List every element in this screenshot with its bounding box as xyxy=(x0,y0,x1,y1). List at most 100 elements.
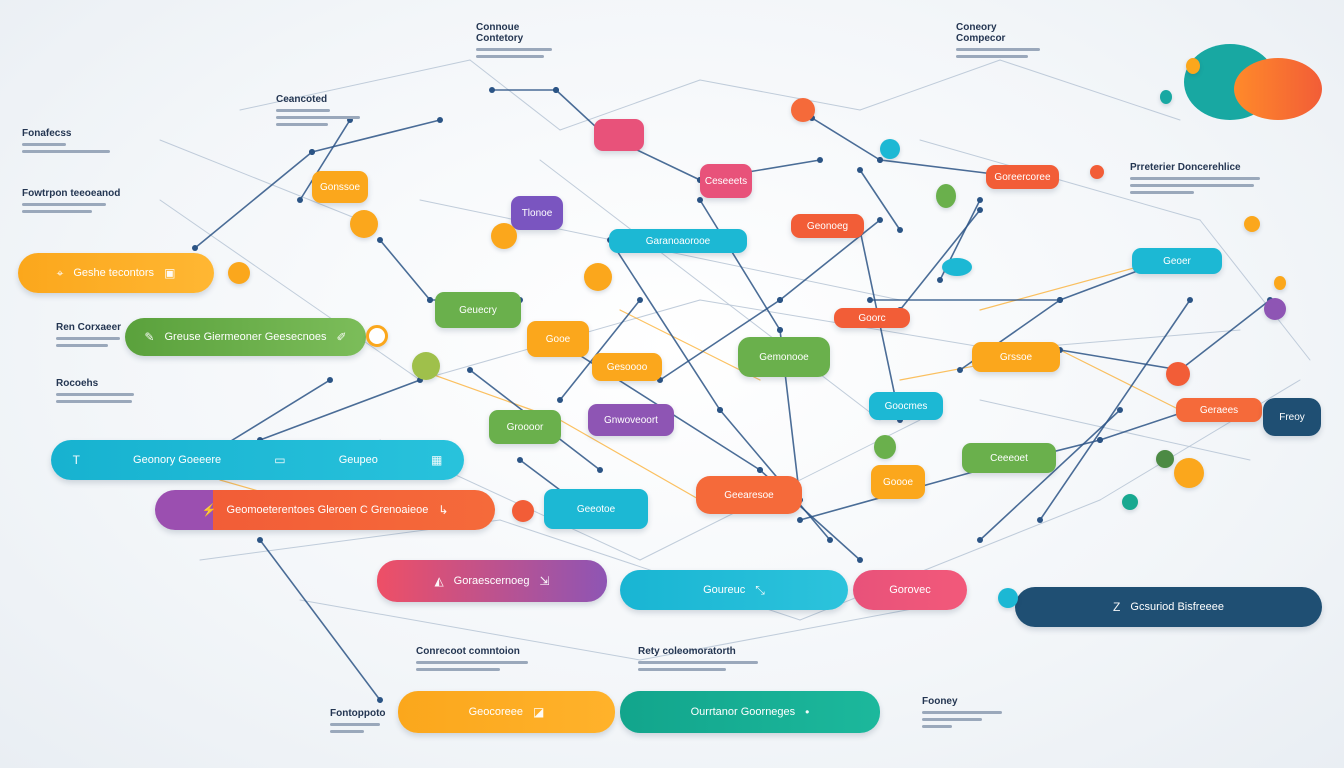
connector-endpoint xyxy=(1057,297,1063,303)
node-n20[interactable]: Freoy xyxy=(1263,398,1321,436)
connector-endpoint xyxy=(1097,437,1103,443)
node-dot[interactable] xyxy=(1122,494,1138,510)
node-n3[interactable]: Gemonooe xyxy=(738,337,830,377)
node-dot[interactable] xyxy=(228,262,250,284)
node-dot[interactable] xyxy=(942,258,972,276)
note-bottom-left-1: Conrecoot comntoion xyxy=(416,646,536,671)
node-pill-p6[interactable]: Goureuc ⤡ xyxy=(620,570,848,610)
node-label: Geearesoe xyxy=(724,489,774,501)
connector-line xyxy=(1039,299,1191,521)
node-dot[interactable] xyxy=(1090,165,1104,179)
node-label: Geshe tecontors xyxy=(73,267,155,279)
node-n10[interactable]: Geearesoe xyxy=(696,476,802,514)
node-n16[interactable]: Goorc xyxy=(834,308,910,328)
link-icon: ↳ xyxy=(438,503,449,517)
node-n4[interactable]: Gooe xyxy=(527,321,589,357)
node-label: Goocmes xyxy=(884,400,928,412)
node-n5[interactable]: Geeotoe xyxy=(544,489,648,529)
node-n14[interactable]: Goocmes xyxy=(869,392,943,420)
node-dot[interactable] xyxy=(1174,458,1204,488)
node-label: Geraees xyxy=(1199,404,1239,416)
note-icon: ◪ xyxy=(533,705,545,719)
connector-line xyxy=(699,199,781,331)
connector-endpoint xyxy=(977,537,983,543)
node-pill-p9[interactable]: Gorovec xyxy=(853,570,967,610)
connector-line xyxy=(719,409,831,541)
node-dot[interactable] xyxy=(936,184,956,208)
connector-endpoint xyxy=(597,467,603,473)
node-label: Gorovec xyxy=(889,584,931,596)
node-dot[interactable] xyxy=(880,139,900,159)
connector-line xyxy=(1179,299,1271,371)
node-n8[interactable]: Geuecry xyxy=(435,292,521,328)
node-dot[interactable] xyxy=(412,352,440,380)
node-dot[interactable] xyxy=(1274,276,1286,290)
node-n9[interactable]: Gesoooo xyxy=(592,353,662,381)
node-pill-p7[interactable]: Ourrtanor Goorneges • xyxy=(620,691,880,733)
node-label: Goooe xyxy=(882,476,914,488)
node-n15[interactable]: Goooe xyxy=(871,465,925,499)
node-n18[interactable]: Goreercoree xyxy=(986,165,1059,189)
node-n19[interactable]: Geraees xyxy=(1176,398,1262,422)
chart-icon: ⚡ xyxy=(201,503,217,517)
connector-endpoint xyxy=(427,297,433,303)
node-dot[interactable] xyxy=(491,223,517,249)
node-pill-p8[interactable]: Geocoreee ◪ xyxy=(398,691,615,733)
node-dot[interactable] xyxy=(874,435,896,459)
connector-endpoint xyxy=(297,197,303,203)
node-dot[interactable] xyxy=(1160,90,1172,104)
node-dot[interactable] xyxy=(998,588,1018,608)
node-dot[interactable] xyxy=(1244,216,1260,232)
node-pill-p1[interactable]: ⌖ Geshe tecontors ▣ xyxy=(18,253,214,293)
expand-icon: ⤡ xyxy=(755,582,765,597)
connector-line xyxy=(619,309,761,381)
text-icon: T xyxy=(72,453,80,467)
node-n11[interactable]: Groooor xyxy=(489,410,561,444)
connector-line xyxy=(979,409,1121,541)
note-right-header: Prreterier Doncerehlice xyxy=(1130,162,1280,194)
node-dot[interactable] xyxy=(1156,450,1174,468)
connector-line xyxy=(259,539,381,701)
connector-line xyxy=(194,151,313,249)
node-dot[interactable] xyxy=(1264,298,1286,320)
node-n13[interactable]: Ceeeoet xyxy=(962,443,1056,473)
note-upper-left-mid: Ceancoted xyxy=(276,94,366,126)
node-dot[interactable] xyxy=(584,263,612,291)
node-pill-p2[interactable]: ✎ Greuse Giermeoner Geesecnoes ✐ xyxy=(125,318,366,356)
node-pill-p3[interactable]: T Geonory Goeeere ▭ Geupeo ▦ xyxy=(51,440,464,480)
node-pill-p5[interactable]: ◭ Goraescernoeg ⇲ xyxy=(377,560,607,602)
connector-line xyxy=(559,299,641,401)
node-n1[interactable]: Garanoaorooe xyxy=(609,229,747,253)
node-n12[interactable]: Grssoe xyxy=(972,342,1060,372)
leaf-icon: ✎ xyxy=(144,330,155,344)
node-dot[interactable] xyxy=(350,210,378,238)
node-pill-p4[interactable]: ⚡ Geomoeterentoes Gleroen C Grenoaieoe ↳ xyxy=(155,490,495,530)
node-label-secondary: Geupeo xyxy=(338,454,378,466)
node-n21[interactable]: Geoer xyxy=(1132,248,1222,274)
node-dot[interactable] xyxy=(791,98,815,122)
node-n17[interactable]: Geonoeg xyxy=(791,214,864,238)
connector-endpoint xyxy=(757,467,763,473)
filter-icon: ⌖ xyxy=(56,265,64,280)
node-n23[interactable] xyxy=(594,119,644,151)
node-dot[interactable] xyxy=(1166,362,1190,386)
connector-endpoint xyxy=(327,377,333,383)
connector-endpoint xyxy=(797,517,803,523)
node-n22[interactable]: Ceseeets xyxy=(700,164,752,198)
connector-line xyxy=(979,399,1251,461)
node-label: Geonory Goeeere xyxy=(133,454,222,466)
node-dot[interactable] xyxy=(1186,58,1200,74)
node-pill-p10[interactable]: Z Gcsuriod Bisfreeee xyxy=(1015,587,1322,627)
connector-line xyxy=(1199,219,1311,361)
connector-endpoint xyxy=(777,327,783,333)
connector-line xyxy=(659,299,781,381)
connector-line xyxy=(379,239,431,301)
connector-line xyxy=(609,239,721,411)
node-n2[interactable]: Gnwoveoort xyxy=(588,404,674,436)
node-n7[interactable]: Gonssoe xyxy=(312,171,368,203)
node-dot[interactable] xyxy=(512,500,534,522)
node-n6[interactable]: Tlonoe xyxy=(511,196,563,230)
connector-line xyxy=(469,59,561,131)
edit-icon: ✐ xyxy=(336,330,347,344)
node-dot[interactable] xyxy=(366,325,388,347)
